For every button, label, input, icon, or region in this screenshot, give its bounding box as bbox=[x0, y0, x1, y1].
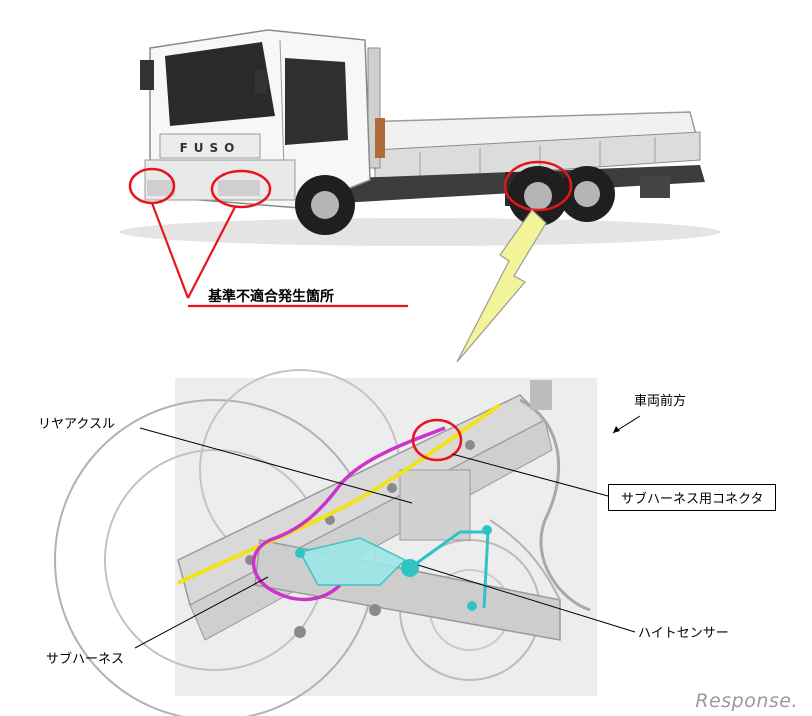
highlight-circle-under-body bbox=[503, 160, 573, 212]
highlight-circle-right-headlamp bbox=[210, 169, 272, 209]
rear-axle-label: リヤアクスル bbox=[38, 417, 115, 432]
leader-connector bbox=[451, 453, 609, 497]
sub-harness-label: サブハーネス bbox=[46, 652, 125, 667]
red-leader-line-left bbox=[150, 202, 190, 299]
defect-location-label: 基準不適合発生箇所 bbox=[208, 289, 334, 305]
leader-height-sensor bbox=[417, 564, 636, 633]
sub-harness-connector-label: サブハーネス用コネクタ bbox=[608, 484, 777, 511]
highlight-circle-left-headlamp bbox=[128, 167, 176, 205]
front-direction-arrowhead bbox=[613, 426, 620, 433]
vehicle-front-label: 車両前方 bbox=[634, 394, 687, 409]
red-leader-line-right bbox=[187, 206, 236, 299]
height-sensor-label: ハイトセンサー bbox=[638, 626, 729, 641]
leader-rear-axle bbox=[139, 427, 413, 504]
grille-brand-text: FUSO bbox=[180, 141, 241, 155]
highlight-circle-connector bbox=[411, 418, 463, 462]
leader-sub-harness bbox=[134, 576, 269, 649]
yellow-pointer-arrow bbox=[456, 209, 547, 363]
response-watermark: Response. bbox=[695, 690, 798, 712]
